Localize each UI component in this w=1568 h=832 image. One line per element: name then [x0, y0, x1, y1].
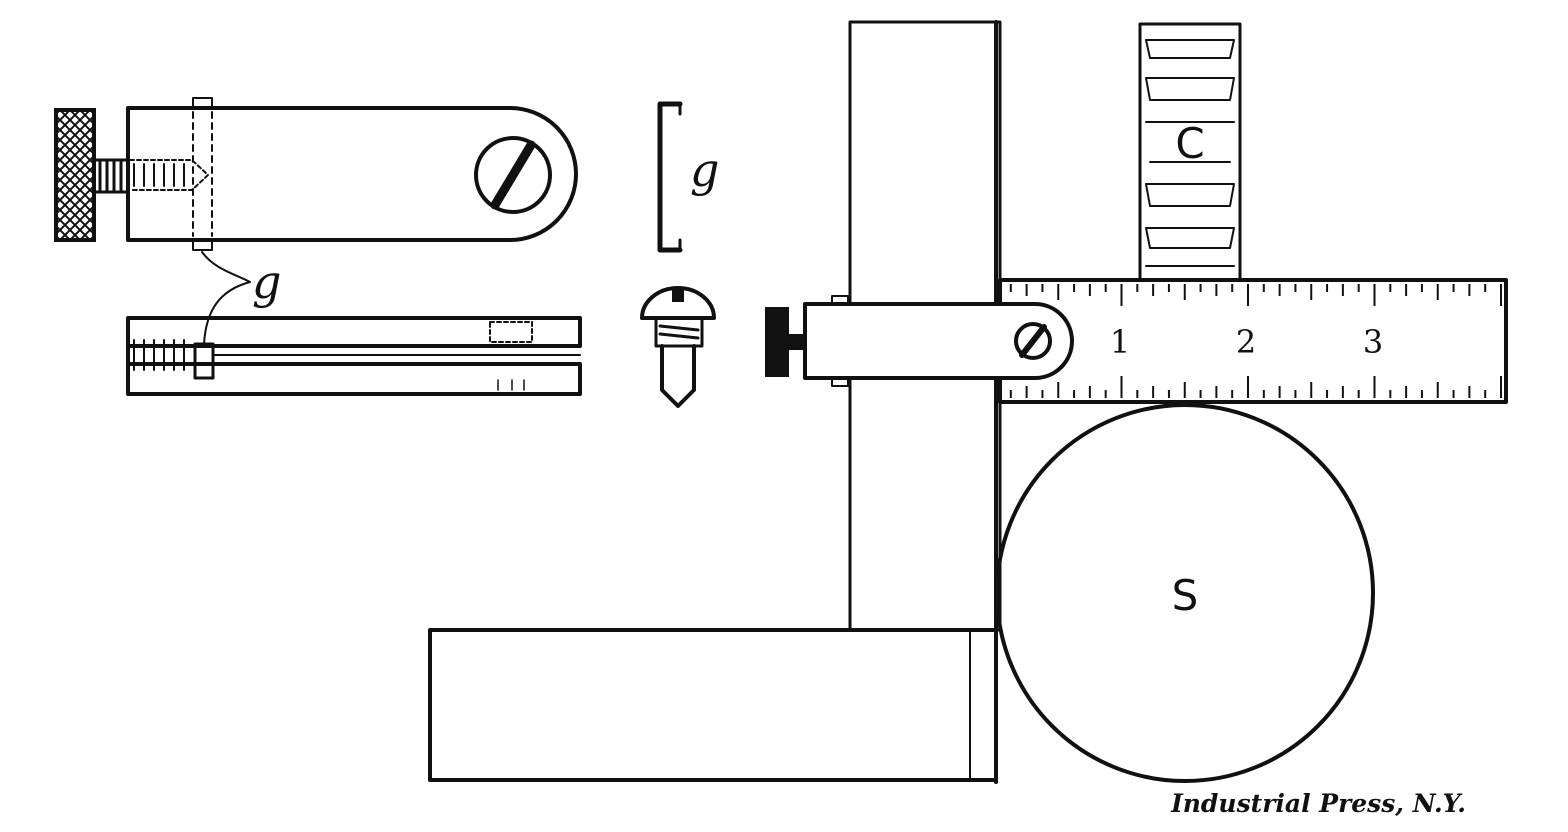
- gib-bracket: [657, 101, 683, 253]
- rule-ticks-bottom: [1009, 376, 1502, 398]
- clamp-screw-head-icon: [474, 136, 552, 214]
- attached-clamp-screw-icon: [1014, 322, 1052, 360]
- rule-ticks-top: [1009, 284, 1502, 306]
- clamp-side-view: [126, 316, 582, 396]
- square-base: [428, 628, 998, 782]
- clamp-top-view: [126, 97, 578, 251]
- shaft-label: S: [1172, 571, 1199, 620]
- gib-label-middle: g: [252, 255, 281, 309]
- gib-leader-line: [201, 251, 251, 345]
- shaft-circle: [995, 403, 1375, 783]
- loose-screw-icon: [640, 286, 716, 408]
- publisher-credit: Industrial Press, N.Y.: [1170, 789, 1466, 818]
- rule-number-3: 3: [1363, 323, 1383, 361]
- gib-label-top: g: [690, 143, 719, 197]
- square-blade: [848, 20, 1002, 784]
- knurled-thumb-nut-icon: [54, 108, 130, 242]
- attached-clamp: [765, 295, 1074, 387]
- rule-number-1: 1: [1110, 323, 1130, 361]
- steel-rule: [998, 278, 1508, 404]
- cutter-label: C: [1175, 119, 1204, 168]
- rule-number-2: 2: [1236, 323, 1256, 361]
